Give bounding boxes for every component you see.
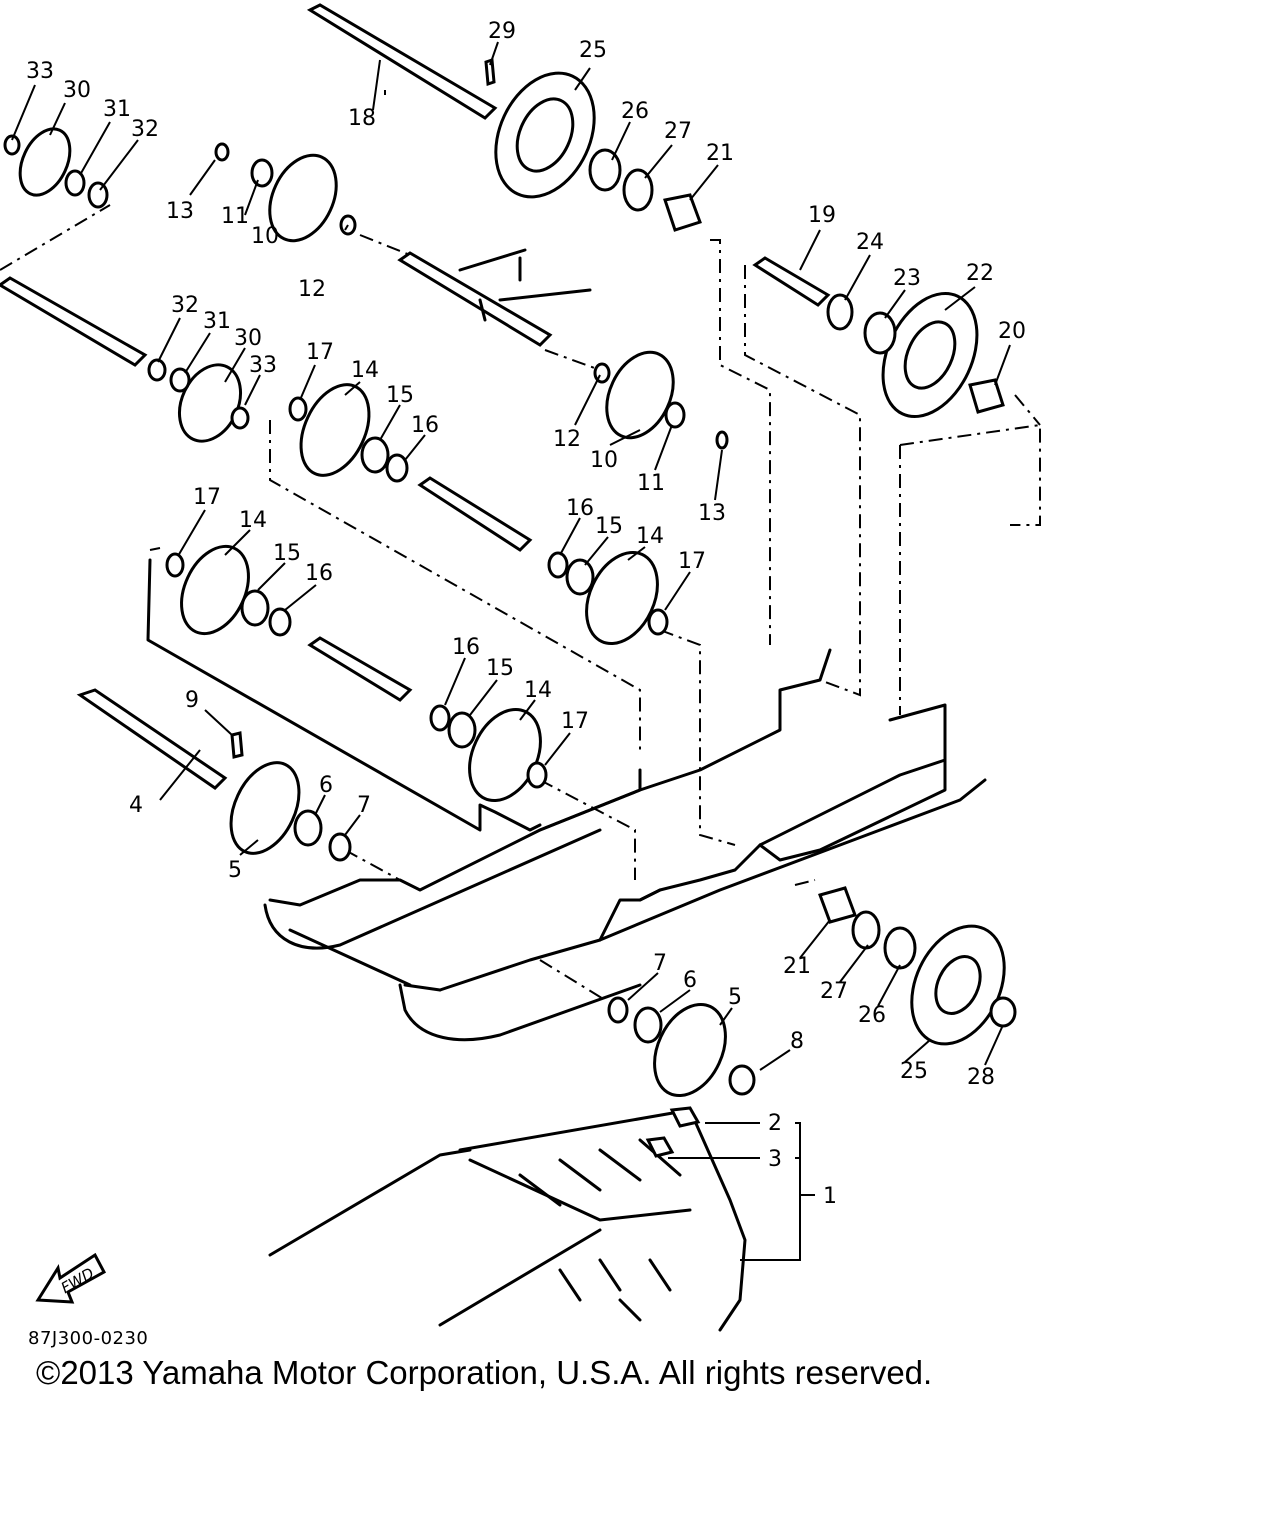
callout: 28 <box>967 1065 995 1090</box>
callout: 32 <box>171 293 199 318</box>
callout: 14 <box>524 678 552 703</box>
callout: 22 <box>966 261 994 286</box>
copyright-notice: ©2013 Yamaha Motor Corporation, U.S.A. A… <box>36 1354 933 1391</box>
callout: 12 <box>298 277 326 302</box>
leader-lines <box>11 41 1011 1261</box>
callout: 30 <box>234 326 262 351</box>
callout: 31 <box>103 97 131 122</box>
callout: 17 <box>193 485 221 510</box>
callout: 16 <box>566 496 594 521</box>
callout: 25 <box>900 1059 928 1084</box>
callout: 18 <box>348 106 376 131</box>
callout: 11 <box>221 204 249 229</box>
forward-arrow-icon: FWD <box>35 1252 107 1304</box>
callout: 14 <box>351 358 379 383</box>
callout: 32 <box>131 117 159 142</box>
callout: 26 <box>858 1003 886 1028</box>
callout: 14 <box>239 508 267 533</box>
callout: 17 <box>678 549 706 574</box>
callout: 8 <box>790 1029 804 1054</box>
callout: 5 <box>228 858 242 883</box>
callout: 13 <box>698 501 726 526</box>
callout: 5 <box>728 985 742 1010</box>
callout: 15 <box>595 514 623 539</box>
callout: 6 <box>319 773 333 798</box>
callout: 33 <box>249 353 277 378</box>
callout: 16 <box>305 561 333 586</box>
callout: 10 <box>251 224 279 249</box>
wheels <box>18 71 1006 1098</box>
callout: 26 <box>621 99 649 124</box>
callout: 12 <box>553 427 581 452</box>
callout: 15 <box>486 656 514 681</box>
callout: 19 <box>808 203 836 228</box>
callout: 16 <box>452 635 480 660</box>
callout: 33 <box>26 59 54 84</box>
callout: 21 <box>706 141 734 166</box>
callout: 21 <box>783 954 811 979</box>
callout: 14 <box>636 524 664 549</box>
callout: 6 <box>683 968 697 993</box>
callout: 16 <box>411 413 439 438</box>
callout: 2 <box>768 1111 782 1136</box>
callout: 7 <box>653 951 667 976</box>
callout: 29 <box>488 19 516 44</box>
assembly-guide-lines <box>0 204 1041 1001</box>
callout: 27 <box>664 119 692 144</box>
callout: 13 <box>166 199 194 224</box>
callout: 3 <box>768 1147 782 1172</box>
slide-rail-left <box>146 558 642 1042</box>
callout: 1 <box>823 1184 837 1209</box>
callout: 10 <box>590 448 618 473</box>
callout: 11 <box>637 471 665 496</box>
callout: 27 <box>820 979 848 1004</box>
track <box>268 1106 747 1332</box>
callout: 20 <box>998 319 1026 344</box>
callout: 25 <box>579 38 607 63</box>
callout: 30 <box>63 78 91 103</box>
callout: 4 <box>129 793 143 818</box>
callout: 7 <box>357 793 371 818</box>
callout: 17 <box>561 709 589 734</box>
diagram-code: 87J300-0230 <box>28 1328 149 1349</box>
callout: 31 <box>203 309 231 334</box>
shafts <box>0 3 1005 924</box>
callout: 15 <box>386 383 414 408</box>
exploded-parts-diagram: 33 30 31 32 13 11 10 12 18 29 25 26 27 2… <box>0 3 1041 1332</box>
callout: 24 <box>856 230 884 255</box>
callout: 17 <box>306 340 334 365</box>
callout: 9 <box>185 688 199 713</box>
callout: 23 <box>893 266 921 291</box>
callout-labels: 33 30 31 32 13 11 10 12 18 29 25 26 27 2… <box>26 19 1026 1209</box>
callout: 15 <box>273 541 301 566</box>
small-parts <box>3 57 1017 1096</box>
